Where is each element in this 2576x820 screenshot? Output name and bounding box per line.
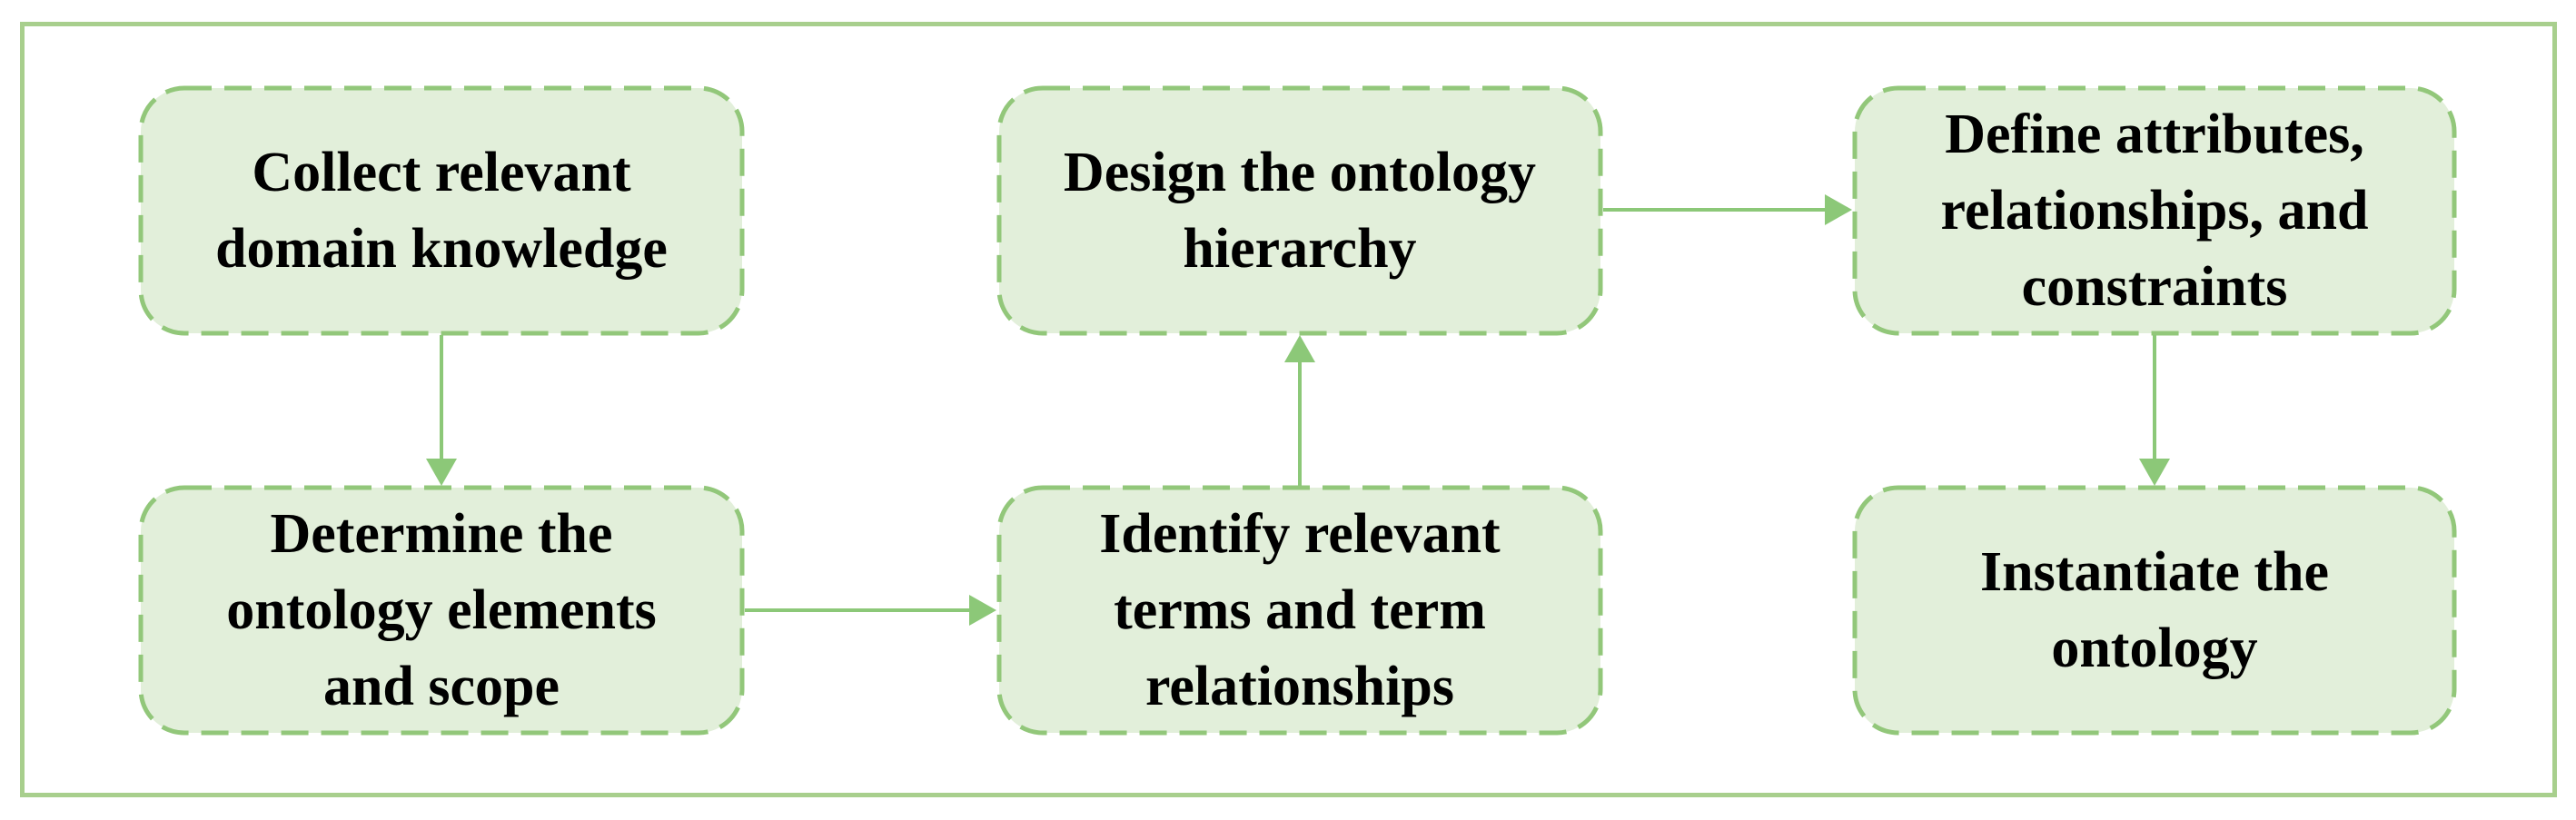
node-box-determine	[138, 485, 745, 736]
node-box-design	[996, 85, 1603, 336]
arrowhead-identify-to-design-icon	[1284, 335, 1315, 362]
node-box-instantiate	[1852, 485, 2457, 736]
node-box-identify	[996, 485, 1603, 736]
arrowhead-collect-to-determine-icon	[426, 459, 457, 486]
arrowhead-determine-to-identify-icon	[969, 595, 996, 626]
outer-frame	[20, 22, 2557, 797]
node-box-define	[1852, 85, 2457, 336]
node-box-collect	[138, 85, 745, 336]
arrowhead-define-to-instantiate-icon	[2139, 459, 2170, 486]
arrowhead-design-to-define-icon	[1825, 194, 1852, 225]
